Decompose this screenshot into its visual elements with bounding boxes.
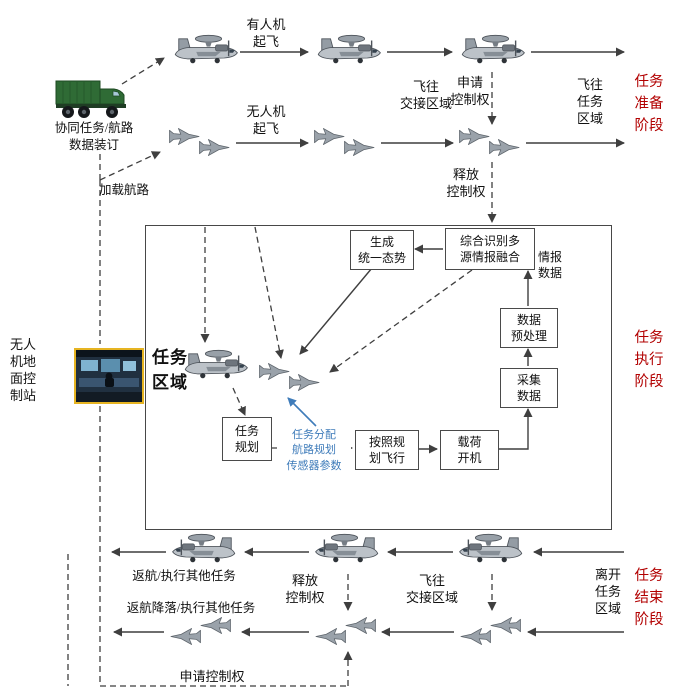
box-generate-unified-picture: 生成 统一态势 <box>350 230 414 270</box>
label-uav-takeoff: 无人机 起飞 <box>246 104 286 137</box>
uav-pair-icon <box>168 127 232 159</box>
box-collect-data: 采集 数据 <box>500 368 558 408</box>
prep-flow-arrows <box>236 47 625 223</box>
label-manned-takeoff: 有人机 起飞 <box>246 17 286 50</box>
label-intel-data: 情报 数据 <box>537 250 562 280</box>
mission-area-outline <box>145 225 612 530</box>
manned-aircraft-icon <box>170 530 240 570</box>
box-data-preprocess: 数据 预处理 <box>500 308 558 348</box>
box-payload-on: 载荷 开机 <box>440 430 499 470</box>
manned-aircraft-icon <box>457 530 527 570</box>
ground-station-links <box>67 57 353 687</box>
truck-icon <box>54 74 130 120</box>
manned-aircraft-icon <box>457 31 527 71</box>
mission-area-flows <box>200 226 533 454</box>
uav-pair-icon <box>458 616 522 648</box>
label-fly-to-mission-area: 飞往 任务 区域 <box>576 77 603 127</box>
uav-pair-icon <box>458 127 522 159</box>
manned-aircraft-icon <box>170 31 240 71</box>
label-leave-mission-area: 离开 任务 区域 <box>594 567 621 617</box>
label-release-control-top: 释放 控制权 <box>446 167 486 200</box>
box-multisource-fusion: 综合识别多 源情报融合 <box>445 228 535 270</box>
box-fly-per-plan: 按照规 划飞行 <box>355 430 419 470</box>
uav-pair-icon <box>258 362 322 394</box>
label-uav-ground-control-station: 无人 机地 面控 制站 <box>9 337 36 404</box>
label-request-control-top: 申请 控制权 <box>450 75 490 108</box>
phase-label-execution: 任务 执行 阶段 <box>634 330 664 390</box>
label-mission-area: 任务 区域 <box>152 348 188 392</box>
uav-pair-icon <box>313 127 377 159</box>
manned-aircraft-icon <box>313 31 383 71</box>
label-return-land-or-other-tasks: 返航降落/执行其他任务 <box>126 601 256 615</box>
label-request-control-bottom: 申请控制权 <box>179 669 245 684</box>
ground-control-station-photo <box>74 348 144 404</box>
uav-pair-icon <box>168 616 232 648</box>
manned-aircraft-icon <box>313 530 383 570</box>
label-fly-to-handover-top: 飞往 交接区域 <box>399 79 452 112</box>
label-return-or-other-tasks: 返航/执行其他任务 <box>132 569 236 583</box>
label-fly-to-handover-bottom: 飞往 交接区域 <box>405 573 458 606</box>
note-task-assignment: 任务分配 航路规划 传感器参数 <box>277 428 351 475</box>
phase-label-end: 任务 结束 阶段 <box>634 568 664 628</box>
box-mission-planning: 任务 规划 <box>222 417 272 461</box>
phase-label-preparation: 任务 准备 阶段 <box>634 74 664 134</box>
label-load-route: 加载航路 <box>98 183 149 197</box>
label-truck-data-binding: 协同任务/航路 数据装订 <box>54 121 134 152</box>
end-flow-arrows <box>111 547 624 637</box>
label-release-control-bottom: 释放 控制权 <box>285 573 325 606</box>
uav-pair-icon <box>313 616 377 648</box>
